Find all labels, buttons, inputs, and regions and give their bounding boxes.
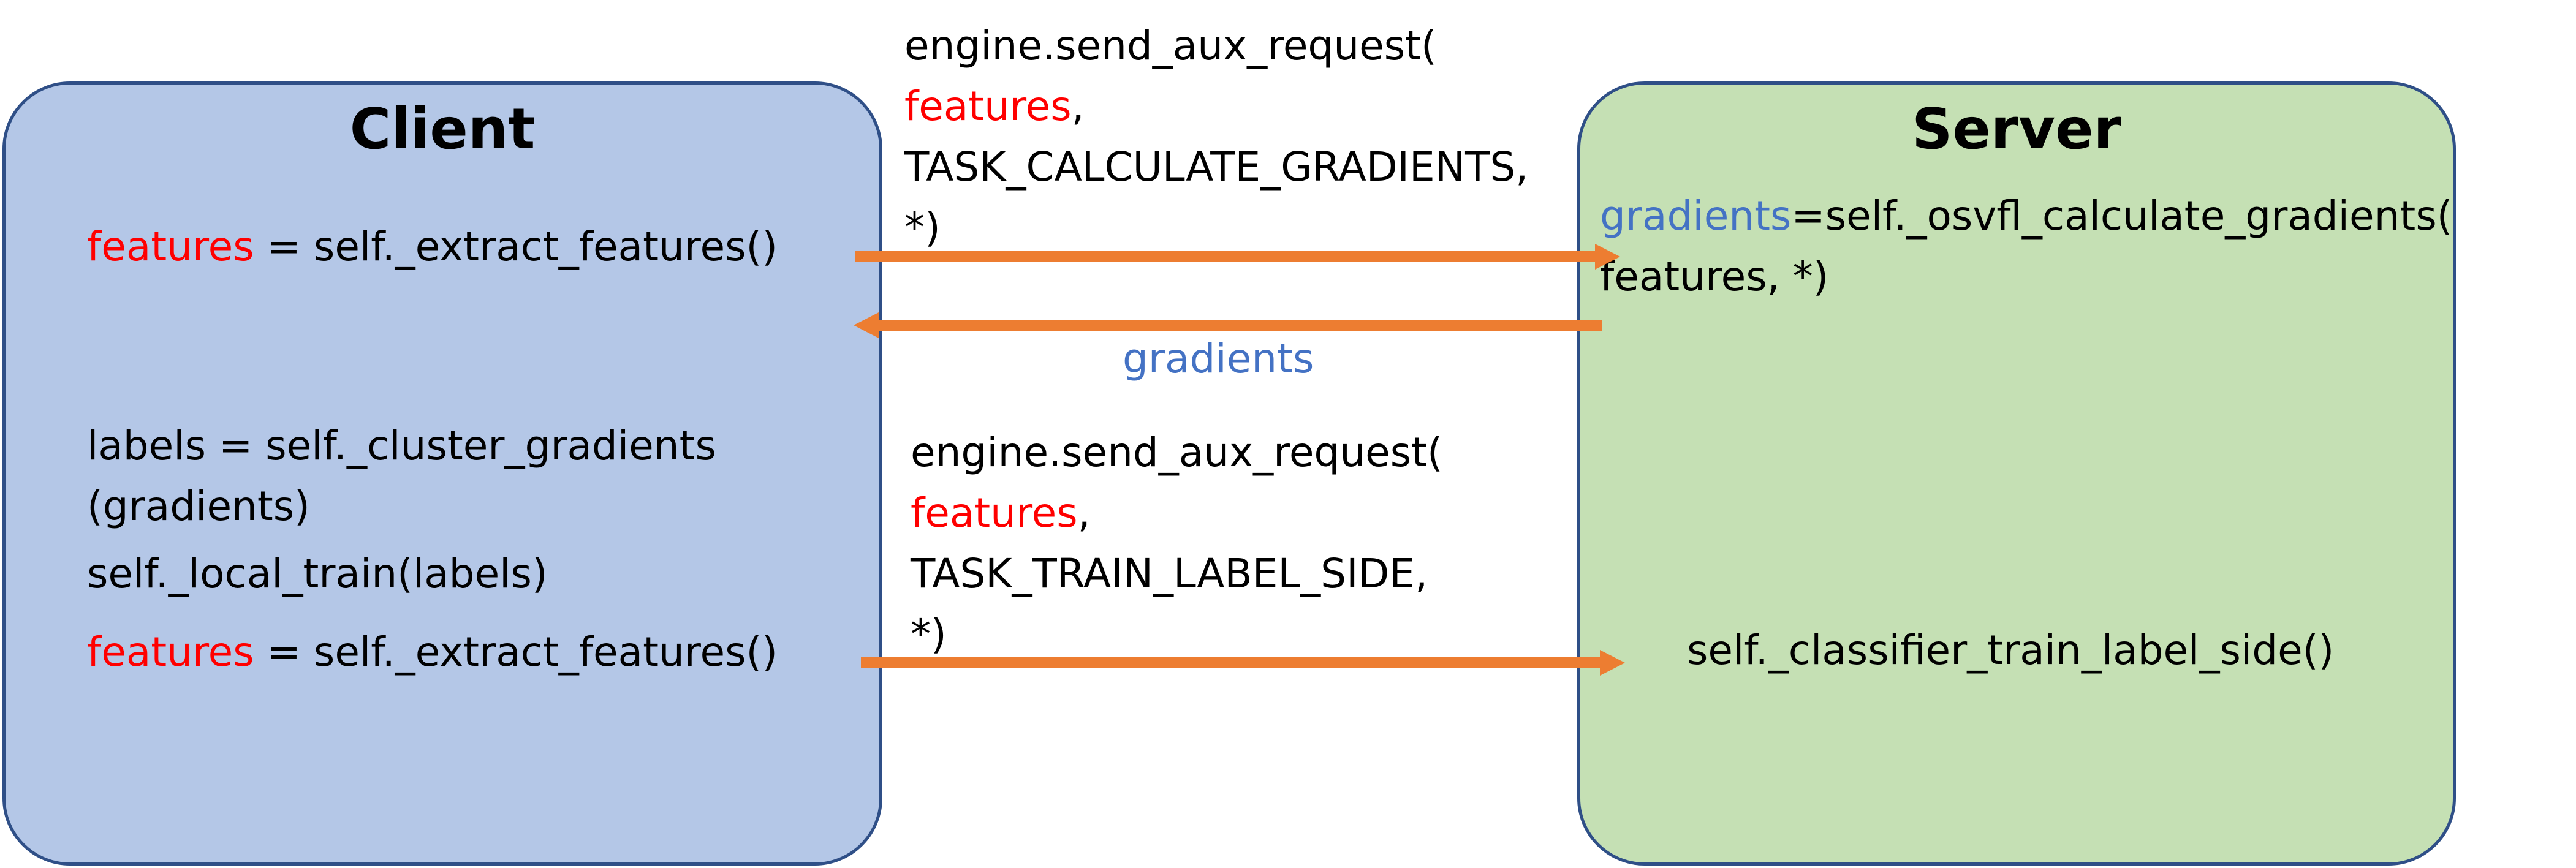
request2-arrow — [861, 650, 1625, 676]
request1-task: TASK_CALCULATE_GRADIENTS, — [904, 143, 1529, 191]
request1-arrow — [855, 244, 1620, 270]
server-title: Server — [1912, 96, 2121, 162]
client-local-train-line: self._local_train(labels) — [87, 550, 548, 597]
request2-task: TASK_TRAIN_LABEL_SIDE, — [911, 550, 1428, 597]
client-features-var-2: features — [87, 628, 254, 676]
request1-end: *) — [904, 204, 941, 251]
client-extract-features-line: features = self._extract_features() — [87, 217, 778, 277]
client-features-var: features — [87, 223, 254, 270]
server-calculate-call: =self._osvfl_calculate_gradients( — [1791, 192, 2453, 240]
client-title: Client — [349, 96, 536, 162]
client-cluster-gradients-line: labels = self._cluster_gradients — [87, 422, 716, 469]
request1-call: engine.send_aux_request( — [904, 22, 1437, 69]
request1-features: features — [904, 83, 1072, 130]
server-classifier-train-line: self._classifier_train_label_side() — [1687, 627, 2335, 674]
request2-features: features — [911, 489, 1078, 537]
request2-end: *) — [911, 611, 947, 658]
client-cluster-gradients-arg: (gradients) — [87, 483, 310, 530]
client-box: Client — [2, 81, 882, 866]
server-box: Server — [1577, 81, 2456, 866]
request2-call: engine.send_aux_request( — [911, 429, 1443, 476]
client-extract-call-2: = self._extract_features() — [254, 628, 778, 676]
client-extract-features-line-2: features = self._extract_features() — [87, 622, 778, 682]
server-calculate-gradients-line: gradients=self._osvfl_calculate_gradient… — [1600, 186, 2452, 246]
response-arrow — [854, 312, 1602, 338]
server-calculate-gradients-args: features, *) — [1600, 253, 1829, 300]
request2-features-arg: features, — [911, 489, 1091, 537]
request1-features-arg: features, — [904, 83, 1085, 130]
server-gradients-var: gradients — [1600, 192, 1792, 240]
client-extract-call: = self._extract_features() — [254, 223, 778, 270]
response-gradients-label: gradients — [1123, 335, 1314, 382]
